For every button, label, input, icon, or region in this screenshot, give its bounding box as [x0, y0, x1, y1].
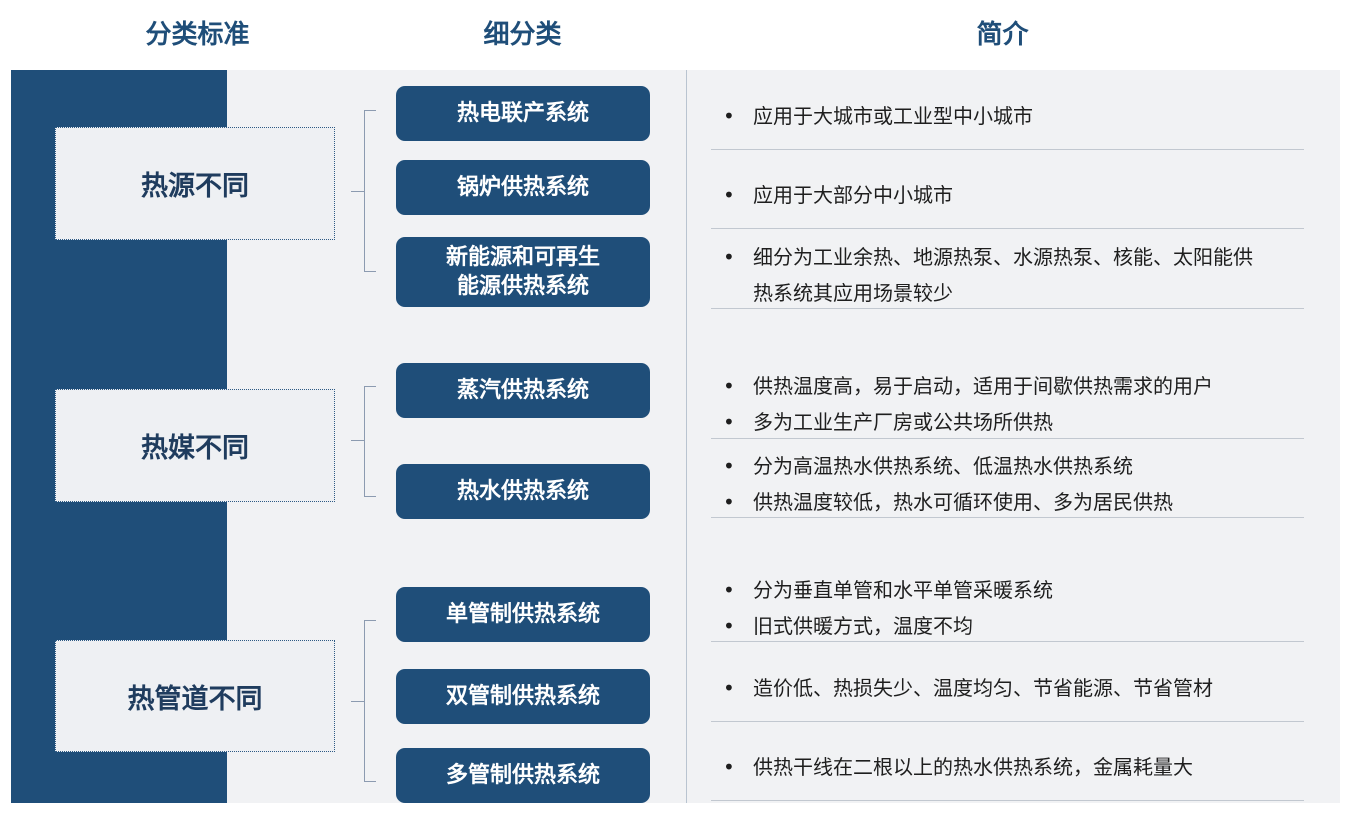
description-item: • 分为垂直单管和水平单管采暖系统 • 旧式供暖方式，温度不均 [723, 572, 1313, 644]
description-text: 多为工业生产厂房或公共场所供热 [753, 410, 1053, 434]
description-text: 应用于大城市或工业型中小城市 [753, 104, 1033, 128]
bullet-icon: • [723, 374, 735, 398]
bullet-icon: • [723, 104, 735, 128]
description-text-continued: 热系统其应用场景较少 [753, 281, 953, 305]
description-text: 供热干线在二根以上的热水供热系统，金属耗量大 [753, 755, 1193, 779]
description-text: 造价低、热损失少、温度均匀、节省能源、节省管材 [753, 676, 1213, 700]
row-separator [711, 149, 1304, 150]
row-separator [711, 438, 1304, 439]
connector-tick [351, 440, 365, 441]
description-item: • 造价低、热损失少、温度均匀、节省能源、节省管材 [723, 670, 1313, 706]
connector-brace [364, 110, 376, 272]
bullet-icon: • [723, 755, 735, 779]
header-category: 分类标准 [145, 20, 250, 50]
row-separator [711, 800, 1304, 801]
subcategory-label: 热电联产系统 [456, 101, 589, 126]
bullet-icon: • [723, 245, 735, 269]
subcategory-label: 锅炉供热系统 [456, 175, 589, 200]
category-heat-pipe: 热管道不同 [55, 640, 335, 752]
subcategory-label: 双管制供热系统 [445, 684, 600, 709]
description-item: • 应用于大部分中小城市 [723, 177, 1313, 213]
description-item: • 细分为工业余热、地源热泵、水源热泵、核能、太阳能供 热系统其应用场景较少 [723, 239, 1313, 311]
description-item: • 供热干线在二根以上的热水供热系统，金属耗量大 [723, 749, 1313, 785]
subcategory-box: 热水供热系统 [396, 464, 650, 519]
bullet-icon: • [723, 183, 735, 207]
description-item: • 供热温度高，易于启动，适用于间歇供热需求的用户 • 多为工业生产厂房或公共场所供… [723, 368, 1313, 440]
subcategory-box: 多管制供热系统 [396, 748, 650, 803]
category-heat-source: 热源不同 [55, 127, 335, 240]
description-text: 供热温度高，易于启动，适用于间歇供热需求的用户 [753, 374, 1213, 398]
subcategory-box: 双管制供热系统 [396, 669, 650, 724]
connector-brace [364, 386, 376, 497]
description-text: 供热温度较低，热水可循环使用、多为居民供热 [753, 490, 1173, 514]
subcategory-box: 新能源和可再生 能源供热系统 [396, 237, 650, 307]
subcategory-label-line2: 能源供热系统 [456, 274, 589, 299]
bullet-icon: • [723, 676, 735, 700]
row-separator [711, 308, 1304, 309]
bullet-icon: • [723, 490, 735, 514]
category-heat-medium: 热媒不同 [55, 389, 335, 502]
description-text: 分为高温热水供热系统、低温热水供热系统 [753, 454, 1133, 478]
subcategory-box: 单管制供热系统 [396, 587, 650, 642]
connector-tick [351, 191, 365, 192]
subcategory-box: 蒸汽供热系统 [396, 363, 650, 418]
bullet-icon: • [723, 454, 735, 478]
row-separator [711, 641, 1304, 642]
subcategory-box: 锅炉供热系统 [396, 160, 650, 215]
subcategory-label: 多管制供热系统 [445, 763, 600, 788]
description-item: • 分为高温热水供热系统、低温热水供热系统 • 供热温度较低，热水可循环使用、多为居… [723, 448, 1313, 520]
description-text: 分为垂直单管和水平单管采暖系统 [753, 578, 1053, 602]
row-separator [711, 517, 1304, 518]
subcategory-label: 蒸汽供热系统 [456, 378, 589, 403]
header-intro: 简介 [976, 20, 1029, 50]
subcategory-box: 热电联产系统 [396, 86, 650, 141]
bullet-icon: • [723, 410, 735, 434]
description-item: • 应用于大城市或工业型中小城市 [723, 98, 1313, 134]
subcategory-label-line1: 新能源和可再生 [445, 245, 600, 270]
bullet-icon: • [723, 614, 735, 638]
row-separator [711, 721, 1304, 722]
column-divider [686, 70, 687, 803]
description-text: 细分为工业余热、地源热泵、水源热泵、核能、太阳能供 [753, 245, 1253, 269]
description-text: 应用于大部分中小城市 [753, 183, 953, 207]
bullet-icon: • [723, 578, 735, 602]
row-separator [711, 228, 1304, 229]
header-subcategory: 细分类 [483, 20, 562, 50]
connector-brace [364, 620, 376, 782]
connector-tick [351, 701, 365, 702]
subcategory-label: 单管制供热系统 [445, 602, 600, 627]
subcategory-label: 热水供热系统 [456, 479, 589, 504]
description-text: 旧式供暖方式，温度不均 [753, 614, 973, 638]
